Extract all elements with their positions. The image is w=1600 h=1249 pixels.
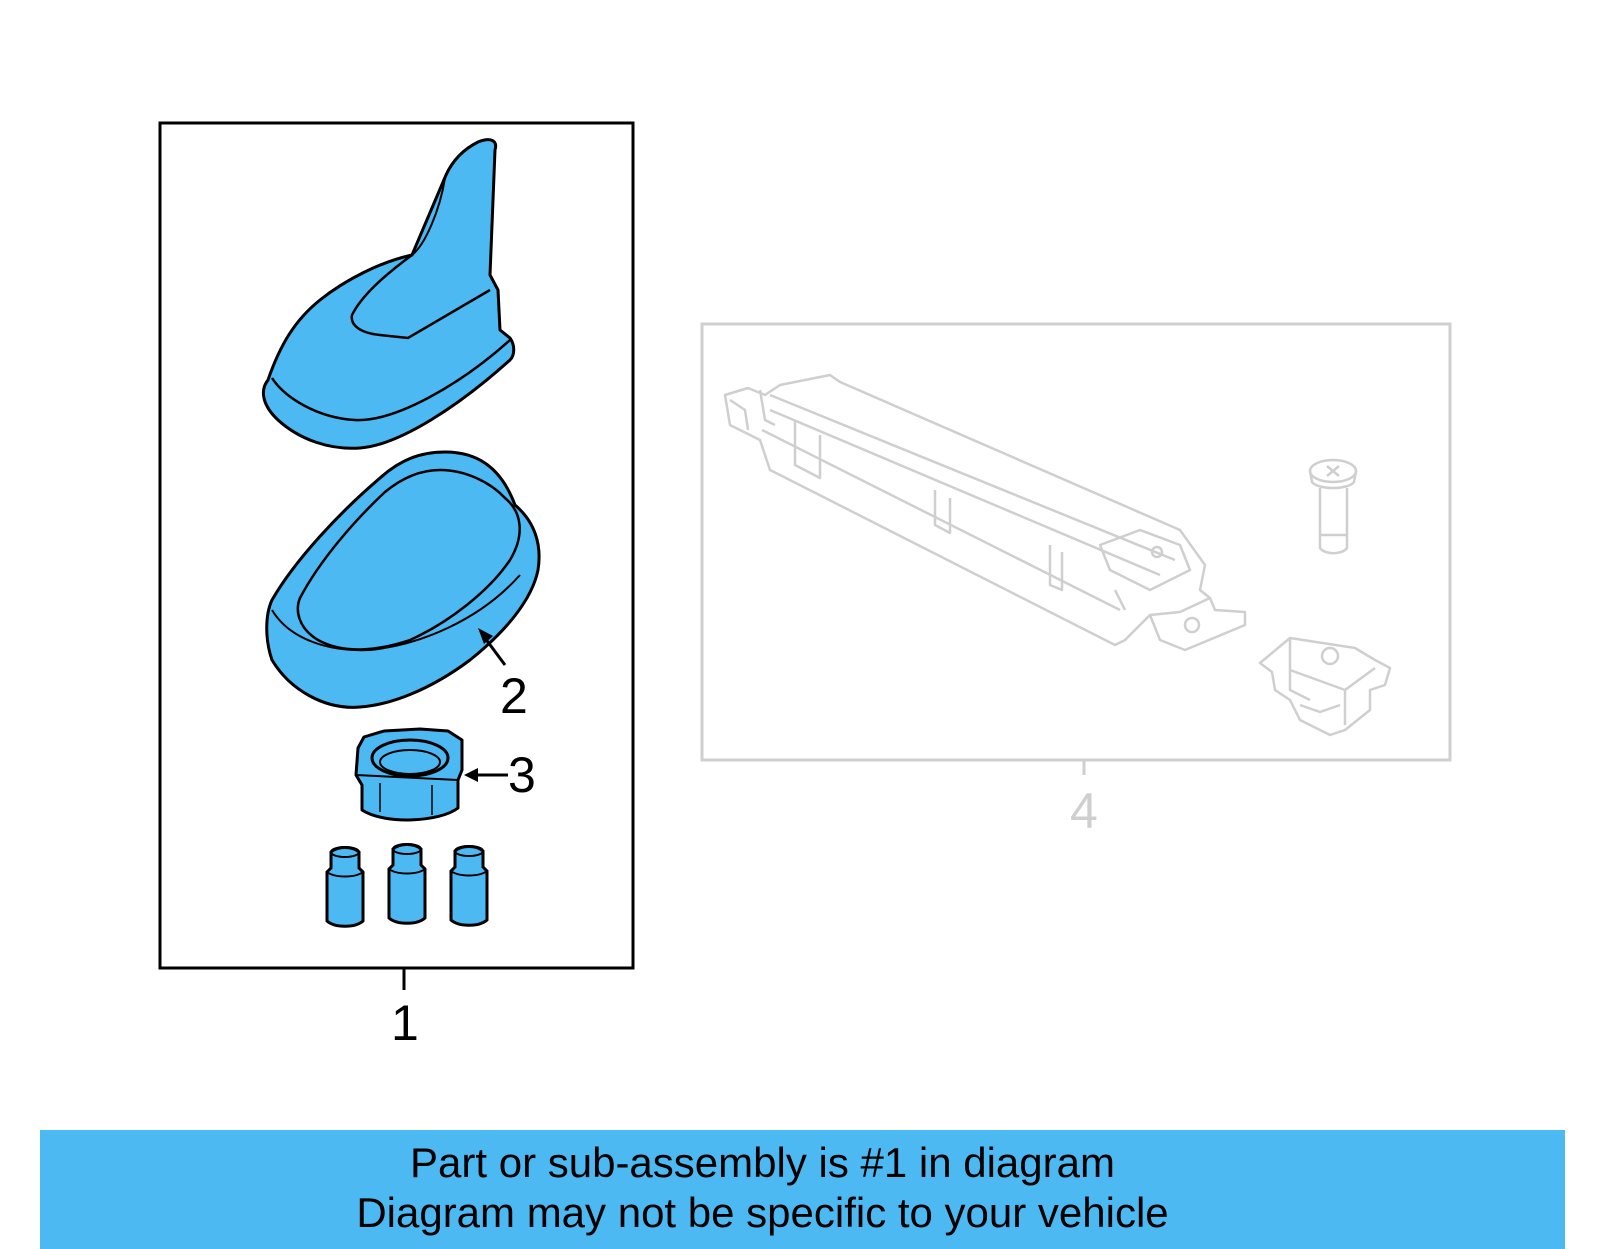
part-4-frame — [700, 322, 1452, 762]
callout-1: 1 — [391, 995, 419, 1051]
gasket[interactable] — [265, 450, 541, 709]
connector-pin-1 — [325, 846, 365, 928]
connector-pin-2 — [387, 843, 427, 925]
antenna-amplifier-module — [723, 373, 1247, 652]
mounting-nut[interactable] — [354, 727, 464, 822]
connector-pin-3 — [449, 845, 489, 927]
part-2-arrowhead — [478, 628, 493, 644]
callout-2: 2 — [500, 668, 528, 724]
part-4-assembly[interactable]: 4 — [700, 322, 1452, 839]
screw — [1308, 458, 1358, 555]
callout-4: 4 — [1070, 783, 1098, 839]
part-1-assembly[interactable]: 1 2 3 — [158, 121, 635, 1051]
banner-line-1: Part or sub-assembly is #1 in diagram — [410, 1139, 1115, 1186]
banner-line-2: Diagram may not be specific to your vehi… — [356, 1189, 1169, 1236]
callout-3: 3 — [508, 747, 536, 803]
part-1-frame — [158, 121, 635, 970]
shark-fin-antenna-cover[interactable] — [261, 138, 516, 450]
connector-pins — [325, 843, 489, 928]
info-banner: Part or sub-assembly is #1 in diagram Di… — [40, 1130, 1565, 1249]
speed-nut-clip — [1258, 636, 1392, 737]
part-3-arrowhead — [464, 768, 478, 782]
